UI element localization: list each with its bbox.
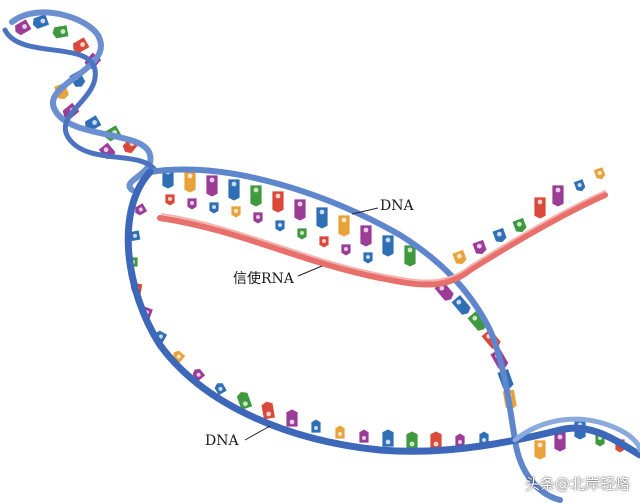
nucleotide-base bbox=[296, 227, 308, 241]
mrna-strand bbox=[157, 192, 608, 288]
watermark-text: 头条@北岸轻烙 bbox=[524, 475, 630, 493]
nucleotide-base bbox=[533, 439, 547, 461]
nucleotide-base bbox=[205, 174, 219, 198]
nucleotide-base bbox=[315, 206, 329, 230]
nucleotide-base bbox=[318, 235, 330, 249]
nucleotide-base bbox=[252, 211, 264, 225]
dna-template-strand bbox=[147, 166, 563, 503]
nucleotide-base bbox=[511, 216, 528, 233]
nucleotide-base bbox=[213, 382, 228, 397]
nucleotide-base bbox=[403, 244, 417, 268]
nucleotide-base bbox=[260, 400, 276, 421]
nucleotide-base bbox=[183, 170, 197, 194]
nucleotide-base bbox=[592, 166, 607, 181]
nucleotide-base bbox=[381, 428, 395, 448]
dna-label-bottom: DNA bbox=[205, 433, 239, 449]
dna-label-top: DNA bbox=[380, 198, 414, 214]
strands bbox=[2, 9, 640, 503]
nucleotide-base bbox=[334, 424, 346, 440]
dna-helix-strand-b bbox=[2, 27, 158, 173]
dna-coding-strand bbox=[124, 168, 640, 459]
nucleotide-base bbox=[491, 226, 508, 243]
nucleotide-base bbox=[32, 13, 51, 30]
nucleotide-base bbox=[533, 196, 547, 220]
nucleotide-bases bbox=[14, 13, 626, 461]
nucleotide-base bbox=[285, 408, 299, 428]
nucleotide-base bbox=[186, 197, 198, 211]
nucleotide-base bbox=[14, 18, 33, 37]
nucleotide-base bbox=[572, 178, 587, 193]
nucleotide-base bbox=[230, 205, 242, 219]
nucleotide-base bbox=[358, 428, 370, 444]
nucleotide-base bbox=[51, 24, 70, 40]
nucleotide-base bbox=[227, 178, 241, 202]
nucleotide-base bbox=[274, 219, 286, 233]
nucleotide-base bbox=[249, 184, 263, 208]
nucleotide-base bbox=[293, 198, 307, 222]
nucleotide-base bbox=[405, 430, 419, 450]
nucleotide-base bbox=[164, 193, 176, 207]
mrna-strand-highlight bbox=[161, 190, 606, 282]
nucleotide-base bbox=[471, 238, 488, 255]
nucleotide-base bbox=[271, 190, 285, 214]
nucleotide-base bbox=[208, 201, 220, 215]
nucleotide-base bbox=[429, 430, 443, 450]
nucleotide-base bbox=[450, 293, 472, 316]
nucleotide-base bbox=[337, 214, 351, 238]
nucleotide-base bbox=[362, 251, 374, 265]
label-leader-dna-bottom bbox=[244, 425, 271, 441]
nucleotide-base bbox=[134, 202, 149, 217]
nucleotide-base bbox=[451, 248, 468, 265]
nucleotide-base bbox=[381, 234, 395, 258]
label-leader-mrna bbox=[297, 265, 323, 277]
nucleotide-base bbox=[551, 184, 565, 208]
nucleotide-base bbox=[340, 243, 352, 257]
nucleotide-base bbox=[553, 431, 567, 453]
nucleotide-base bbox=[359, 224, 373, 248]
nucleotide-base bbox=[310, 418, 322, 434]
dna-helix-strand-lower-right bbox=[512, 416, 640, 453]
label-leader-dna-top bbox=[351, 207, 379, 215]
mrna-label: 信使RNA bbox=[233, 271, 294, 287]
